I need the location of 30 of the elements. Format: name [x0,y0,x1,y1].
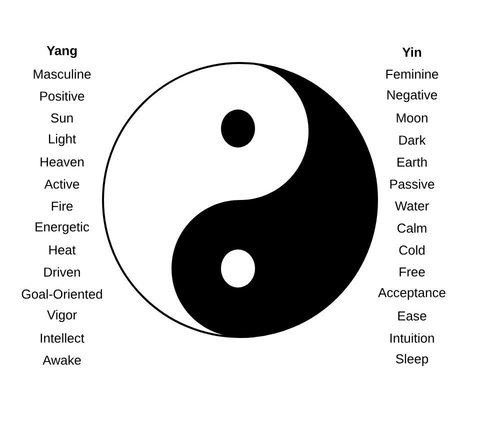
word-label: Goal-Oriented [22,289,102,299]
word-label: Negative [387,90,438,102]
word-label: Free [400,267,425,277]
word-label: Dark [399,135,426,145]
word-label: Heaven [40,157,84,167]
word-label: Feminine [386,69,438,79]
word-label: Moon [396,113,428,123]
word-label: Fire [52,201,73,211]
word-label: Yang [46,46,77,58]
word-label: Masculine [34,69,91,79]
word-label: Active [44,179,80,189]
word-label: Water [394,201,429,211]
word-label: Acceptance [378,288,446,300]
word-label: Vigor [47,310,77,322]
word-label: Yin [402,47,422,57]
word-label: Awake [42,355,81,365]
word-label: Calm [398,223,426,233]
word-label: Intellect [40,333,84,343]
word-label: Intuition [390,333,434,343]
word-label: Positive [40,91,84,101]
word-label: Passive [390,179,434,189]
word-label: Driven [44,267,80,277]
word-label: Sleep [396,354,428,366]
word-label: Ease [398,311,426,321]
word-label: Sun [51,113,73,123]
word-label: Cold [399,245,425,255]
word-label: Earth [398,157,427,167]
word-label: Light [48,134,76,146]
word-label: Energetic [36,222,90,234]
word-label: Heat [49,245,76,255]
